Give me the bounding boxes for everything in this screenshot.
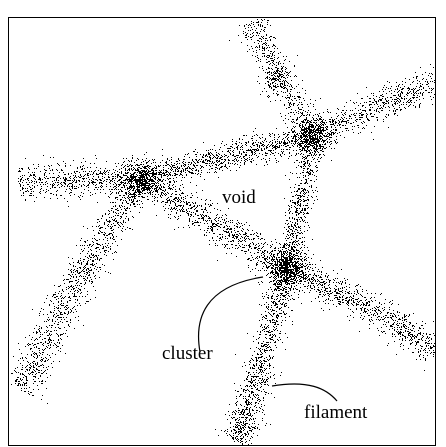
diagram-frame <box>8 17 436 446</box>
void-label: void <box>222 187 256 208</box>
filament-network <box>11 19 435 445</box>
void-label-backdrop <box>218 183 266 208</box>
filament-leader-line <box>271 383 338 402</box>
stippled-filaments <box>11 19 435 445</box>
cluster-leader-line <box>197 276 264 353</box>
cluster-label: cluster <box>162 343 213 364</box>
filament-label: filament <box>304 402 368 423</box>
